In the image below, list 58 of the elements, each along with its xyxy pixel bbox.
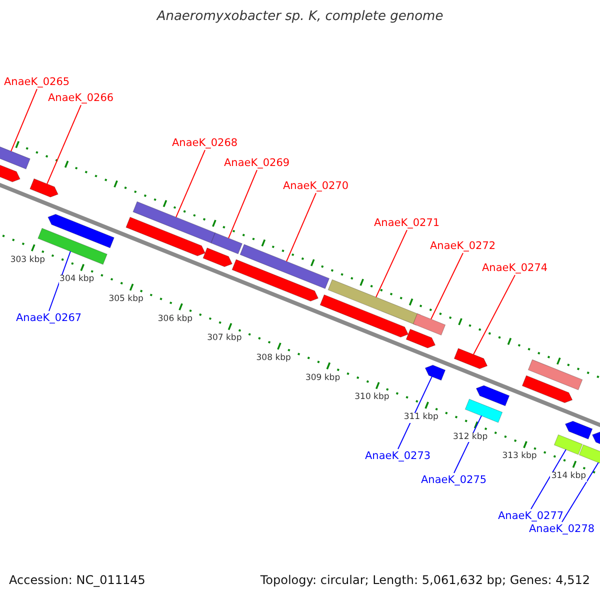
gene-label: AnaeK_0265 bbox=[4, 76, 70, 88]
gene-bar bbox=[210, 232, 243, 254]
leader-line bbox=[46, 104, 82, 184]
gene-label: AnaeK_0278 bbox=[529, 523, 595, 536]
gene-block bbox=[454, 348, 488, 370]
gene-bar bbox=[412, 313, 446, 336]
gene-label: AnaeK_0274 bbox=[482, 262, 548, 274]
gene-block bbox=[406, 328, 436, 348]
gene-block bbox=[564, 420, 593, 440]
title: Anaeromyxobacter sp. K, complete genome bbox=[155, 10, 444, 25]
scale-label: 309 kbp bbox=[304, 374, 342, 384]
gene-label: AnaeK_0267 bbox=[16, 312, 82, 324]
scale-label: 308 kbp bbox=[255, 354, 292, 364]
leader-line bbox=[228, 170, 258, 239]
gene-label: AnaeK_0275 bbox=[421, 474, 487, 486]
leader-line bbox=[398, 376, 432, 450]
gene-block bbox=[30, 178, 58, 198]
scale-label: 312 kbp bbox=[452, 432, 489, 442]
gene-block bbox=[476, 385, 510, 406]
scale-label: 311 kbp bbox=[402, 413, 440, 423]
scale-label: 305 kbp bbox=[108, 295, 144, 305]
gene-block bbox=[320, 294, 409, 338]
genome-summary-text: Topology: circular; Length: 5,061,632 bp; Genes: 4,512 bbox=[260, 574, 590, 588]
scale-label: 307 kbp bbox=[206, 334, 243, 344]
gene-label: AnaeK_0277 bbox=[498, 510, 564, 522]
leader-line bbox=[176, 150, 206, 218]
gene-label: AnaeK_0266 bbox=[48, 92, 114, 104]
gene-label: AnaeK_0270 bbox=[283, 180, 349, 192]
accession-text: Accession: NC_011145 bbox=[9, 574, 146, 588]
scale-label: 313 kbp bbox=[501, 452, 538, 462]
gene-bar bbox=[554, 434, 583, 455]
gene-block bbox=[232, 259, 319, 302]
gene-block bbox=[592, 432, 600, 445]
leader-line bbox=[473, 274, 516, 355]
scale-label: 303 kbp bbox=[9, 256, 46, 266]
scale-label: 310 kbp bbox=[354, 393, 390, 404]
leader-line bbox=[530, 448, 566, 510]
gene-label: AnaeK_0269 bbox=[224, 157, 290, 170]
gene-block bbox=[202, 248, 233, 268]
gene-block bbox=[48, 214, 114, 248]
gene-block bbox=[522, 375, 573, 404]
scale-label: 306 kbp bbox=[156, 314, 194, 324]
gene-label: AnaeK_0272 bbox=[430, 240, 496, 252]
leader-line bbox=[430, 252, 464, 320]
gene-block bbox=[424, 364, 446, 381]
gene-bar bbox=[528, 359, 583, 390]
gene-bar bbox=[240, 244, 330, 290]
gene-label: AnaeK_0271 bbox=[374, 217, 440, 230]
gene-bar bbox=[132, 201, 216, 244]
scale-label: 314 kbp bbox=[550, 472, 588, 482]
leader-line bbox=[10, 88, 38, 152]
gene-block bbox=[126, 216, 206, 256]
leader-line bbox=[562, 462, 599, 522]
leader-line bbox=[48, 250, 71, 312]
gene-label: AnaeK_0273 bbox=[365, 450, 431, 462]
gene-bar bbox=[464, 398, 503, 423]
scale-label: 304 kbp bbox=[58, 275, 96, 286]
gene-label: AnaeK_0268 bbox=[172, 137, 238, 150]
